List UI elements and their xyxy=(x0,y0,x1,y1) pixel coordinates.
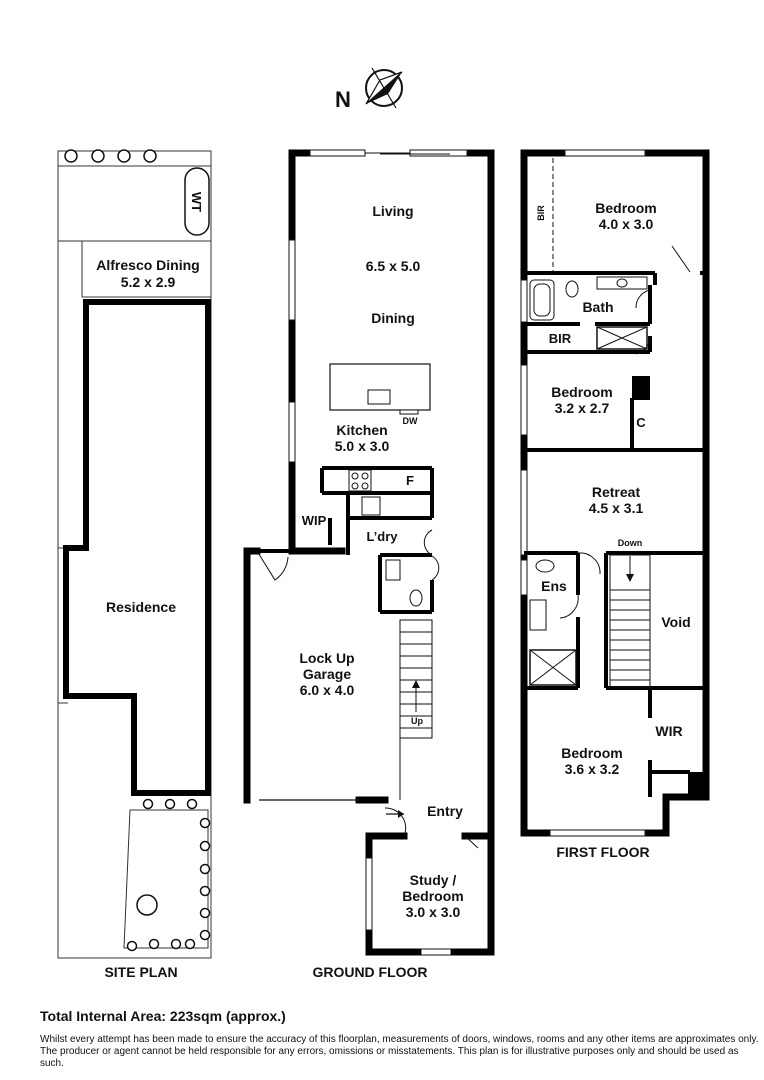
bir-label: BIR xyxy=(549,331,572,346)
study-label-line2: Bedroom xyxy=(402,888,463,904)
alfresco-dim: 5.2 x 2.9 xyxy=(121,274,176,290)
site-plan-caption: SITE PLAN xyxy=(104,964,177,980)
bedroom3-label: Bedroom xyxy=(561,745,622,761)
alfresco-label: Alfresco Dining xyxy=(96,257,199,273)
ground-stairs xyxy=(399,619,433,800)
bath-label: Bath xyxy=(582,299,613,315)
cooktop-icon xyxy=(348,469,372,492)
cupboard-label: C xyxy=(636,415,646,430)
bir-vertical-label: BIR xyxy=(536,205,546,221)
compass-north-label: N xyxy=(335,87,351,112)
laundry-trough-icon xyxy=(361,496,381,516)
toilet-icon xyxy=(565,280,579,298)
study-dim: 3.0 x 3.0 xyxy=(406,904,461,920)
laundry-label: L’dry xyxy=(366,529,398,544)
footer: Total Internal Area: 223sqm (approx.) Wh… xyxy=(40,1008,760,1070)
water-tank-label: WT xyxy=(189,192,204,212)
bedroom1-dim: 4.0 x 3.0 xyxy=(599,216,654,232)
bedroom2-label: Bedroom xyxy=(551,384,612,400)
total-area: Total Internal Area: 223sqm (approx.) xyxy=(40,1008,286,1024)
void-label: Void xyxy=(661,614,690,630)
bedroom3-dim: 3.6 x 3.2 xyxy=(565,761,620,777)
disclaimer-line2: The producer or agent cannot be held res… xyxy=(40,1046,739,1069)
ensuite-toilet-icon xyxy=(535,559,555,573)
disclaimer-line1: Whilst every attempt has been made to en… xyxy=(40,1034,759,1045)
shrub-icons-rear xyxy=(126,798,211,952)
living-label: Living xyxy=(372,203,413,219)
study-label-line1: Study / xyxy=(410,872,457,888)
ground-floor: DW xyxy=(243,149,495,980)
stairs-up-label: Up xyxy=(411,716,423,726)
kitchen-dim: 5.0 x 3.0 xyxy=(335,438,390,454)
garage-label-line1: Lock Up xyxy=(299,650,354,666)
garage-label-line2: Garage xyxy=(303,666,351,682)
first-floor-caption: FIRST FLOOR xyxy=(556,844,649,860)
wir-label: WIR xyxy=(655,723,682,739)
dining-label: Dining xyxy=(371,310,415,326)
kitchen-label: Kitchen xyxy=(336,422,387,438)
toilet-icon xyxy=(409,589,423,607)
vanity-icon xyxy=(385,559,401,581)
sink-icon xyxy=(367,389,391,405)
dishwasher-label: DW xyxy=(403,416,418,426)
entry-label: Entry xyxy=(427,803,463,819)
shrub-icons-top xyxy=(64,149,157,163)
site-plan: WT Alfresco Dining 5.2 x 2.9 xyxy=(57,149,212,980)
compass: N xyxy=(335,67,403,112)
bedroom1-label: Bedroom xyxy=(595,200,656,216)
ground-floor-caption: GROUND FLOOR xyxy=(312,964,427,980)
tree-icon xyxy=(136,894,158,916)
fridge-label: F xyxy=(406,473,414,488)
first-floor-stairs xyxy=(609,554,651,688)
wip-label: WIP xyxy=(302,513,327,528)
ensuite-vanity-icon xyxy=(529,599,547,631)
bedroom2-dim: 3.2 x 2.7 xyxy=(555,400,610,416)
ensuite-label: Ens xyxy=(541,578,567,594)
living-dim: 6.5 x 5.0 xyxy=(366,258,421,274)
stairs-down-label: Down xyxy=(618,538,643,548)
first-floor: Bedroom 4.0 x 3.0 BIR Bath BIR Bedroom 3… xyxy=(520,149,710,860)
garage-dim: 6.0 x 4.0 xyxy=(300,682,355,698)
floor-plan-drawing: N WT xyxy=(57,67,710,980)
water-tank-icon xyxy=(184,167,210,236)
retreat-label: Retreat xyxy=(592,484,641,500)
residence-label: Residence xyxy=(106,599,176,615)
retreat-dim: 4.5 x 3.1 xyxy=(589,500,644,516)
